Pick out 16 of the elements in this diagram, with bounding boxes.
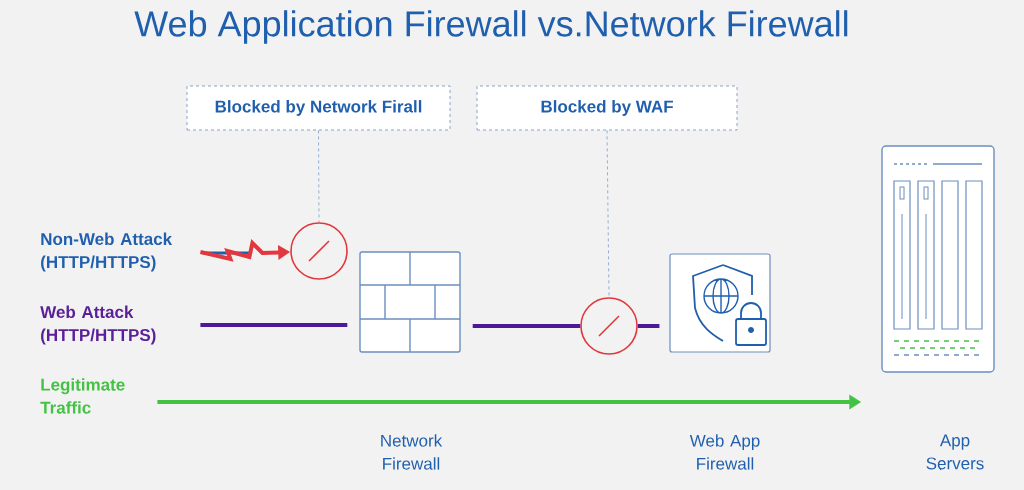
component-label: Network Firewall (381, 434, 443, 470)
traffic-label: Non-Web Attack (HTTP/HTTPS) (41, 232, 173, 272)
component-label: Web App Firewall (689, 434, 760, 470)
component-label: App Servers (926, 434, 984, 470)
server-rack-icon (881, 145, 995, 373)
leader-line (318, 130, 320, 223)
shield-lock-icon (669, 253, 771, 353)
traffic-label: Legitimate Traffic (40, 378, 125, 414)
callout-box: Blocked by Network Firall (186, 85, 451, 131)
blocked-sign (290, 222, 348, 280)
callout-box: Blocked by WAF (476, 85, 738, 131)
traffic-label: Web Attack (HTTP/HTTPS) (40, 305, 156, 345)
leader-line (606, 130, 610, 298)
title: Web Application Firewall vs.Network Firewall (134, 10, 848, 44)
brick-wall-icon (359, 251, 461, 353)
blocked-sign (580, 297, 638, 355)
